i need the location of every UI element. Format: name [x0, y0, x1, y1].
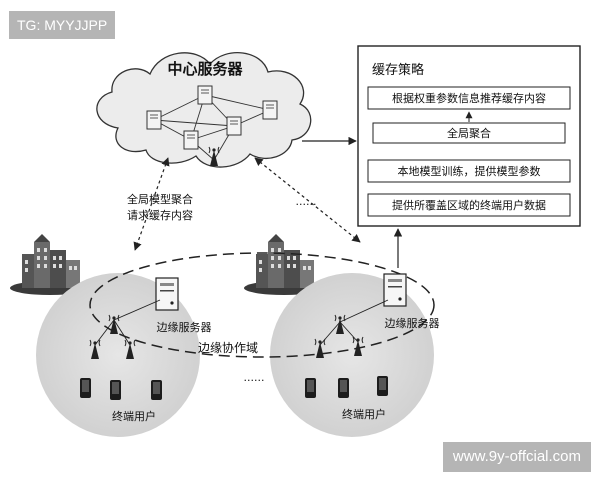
- watermark-bottom-right: www.9y-offcial.com: [442, 442, 591, 472]
- phone-icon: [377, 376, 388, 396]
- central-cloud: [96, 52, 312, 168]
- right-dashed-link: [254, 157, 361, 243]
- phone-icon: [151, 380, 162, 400]
- strategy-step-text: 根据权重参数信息推荐缓存内容: [392, 91, 546, 105]
- cell-link: [339, 321, 359, 343]
- cell-link: [94, 319, 115, 346]
- collab-domain-ellipse: [89, 252, 435, 358]
- ellipsis-bottom: ......: [244, 371, 265, 384]
- cell-link: [339, 299, 389, 323]
- left-dashed-link: [133, 157, 170, 251]
- strategy-step-text: 本地模型训练，提供模型参数: [398, 164, 541, 178]
- phone-icon: [338, 378, 349, 398]
- cloud-server-icon: [226, 116, 242, 136]
- strategy-step-box: [367, 159, 571, 183]
- strategy-step-box: [367, 86, 571, 110]
- right-edge-server-label: 边缘服务器: [385, 317, 440, 330]
- cell-link: [319, 321, 341, 346]
- strategy-step-text: 提供所覆盖区域的终端用户数据: [392, 198, 546, 212]
- right-users-label: 终端用户: [342, 407, 386, 421]
- cloud-server-icon: [146, 110, 162, 130]
- watermark-top-left: TG: MYYJJPP: [9, 11, 116, 39]
- strategy-step-text: 全局聚合: [447, 126, 491, 140]
- strategy-step-box: [372, 122, 566, 144]
- cell-link: [113, 319, 131, 346]
- phone-icon: [110, 380, 121, 400]
- left-annotation-line2: 请求缓存内容: [127, 208, 193, 222]
- left-edge-server-label: 边缘服务器: [157, 321, 212, 334]
- phone-icon: [80, 378, 91, 398]
- edge-server-icon: [155, 277, 179, 311]
- cloud-server-icon: [262, 100, 278, 120]
- cloud-server-icon: [197, 85, 213, 105]
- left-users-label: 终端用户: [112, 409, 156, 423]
- cloud-server-icon: [183, 130, 199, 150]
- strategy-title: 缓存策略: [372, 62, 424, 78]
- left-annotation-line1: 全局模型聚合: [127, 192, 193, 206]
- strategy-step-box: [367, 193, 571, 217]
- cell-link: [113, 299, 161, 321]
- edge-server-icon: [383, 273, 407, 307]
- collab-label: 边缘协作域: [198, 340, 258, 355]
- ellipsis-top: ......: [296, 195, 317, 208]
- phone-icon: [305, 378, 316, 398]
- center-server-label: 中心服务器: [167, 60, 243, 78]
